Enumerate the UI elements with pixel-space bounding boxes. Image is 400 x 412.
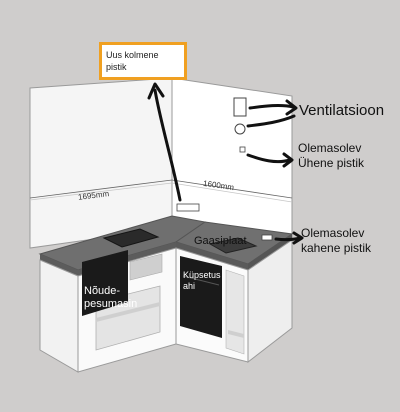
- oven-panel: [180, 256, 222, 338]
- left-cabinet-side: [39, 259, 79, 373]
- existing-double-socket-label: Olemasolev kahene pistik: [301, 226, 371, 256]
- existing-single-socket-label: Olemasolev Ühene pistik: [298, 141, 364, 171]
- dishwasher-panel: [82, 250, 128, 316]
- new-socket-label: Uus kolmene pistik: [106, 49, 159, 73]
- arrows: [147, 82, 304, 245]
- ventilation-round: [234, 123, 246, 135]
- new-socket-highlight-box: [99, 42, 187, 80]
- new-socket-line1: Uus kolmene: [106, 50, 159, 60]
- oven-line2: ahi: [183, 281, 196, 291]
- sink-top: [208, 237, 258, 254]
- hob-top: [102, 228, 160, 248]
- existing-double-line2: kahene pistik: [301, 241, 372, 255]
- gas-hob-label: Gaasiplaat: [194, 235, 247, 247]
- existing-single-line1: Olemasolev: [298, 141, 362, 155]
- right-cabinet-side: [247, 239, 293, 364]
- existing-single-line2: Ühene pistik: [298, 156, 365, 170]
- new-socket-line2: pistik: [106, 62, 127, 72]
- dishwasher-line2: pesumasin: [84, 298, 138, 310]
- oven-line1: Küpsetus: [183, 270, 221, 280]
- dishwasher-line1: Nõude-: [84, 285, 121, 297]
- existing-double-line1: Olemasolev: [301, 226, 365, 240]
- dishwasher-label: Nõude- pesumasin: [84, 285, 137, 311]
- new-socket-location: [176, 203, 200, 212]
- ventilation-grille: [233, 97, 247, 117]
- oven-label: Küpsetus ahi: [183, 270, 221, 292]
- ventilation-label: Ventilatsioon: [299, 102, 385, 119]
- double-socket: [261, 234, 273, 241]
- single-socket: [239, 146, 246, 153]
